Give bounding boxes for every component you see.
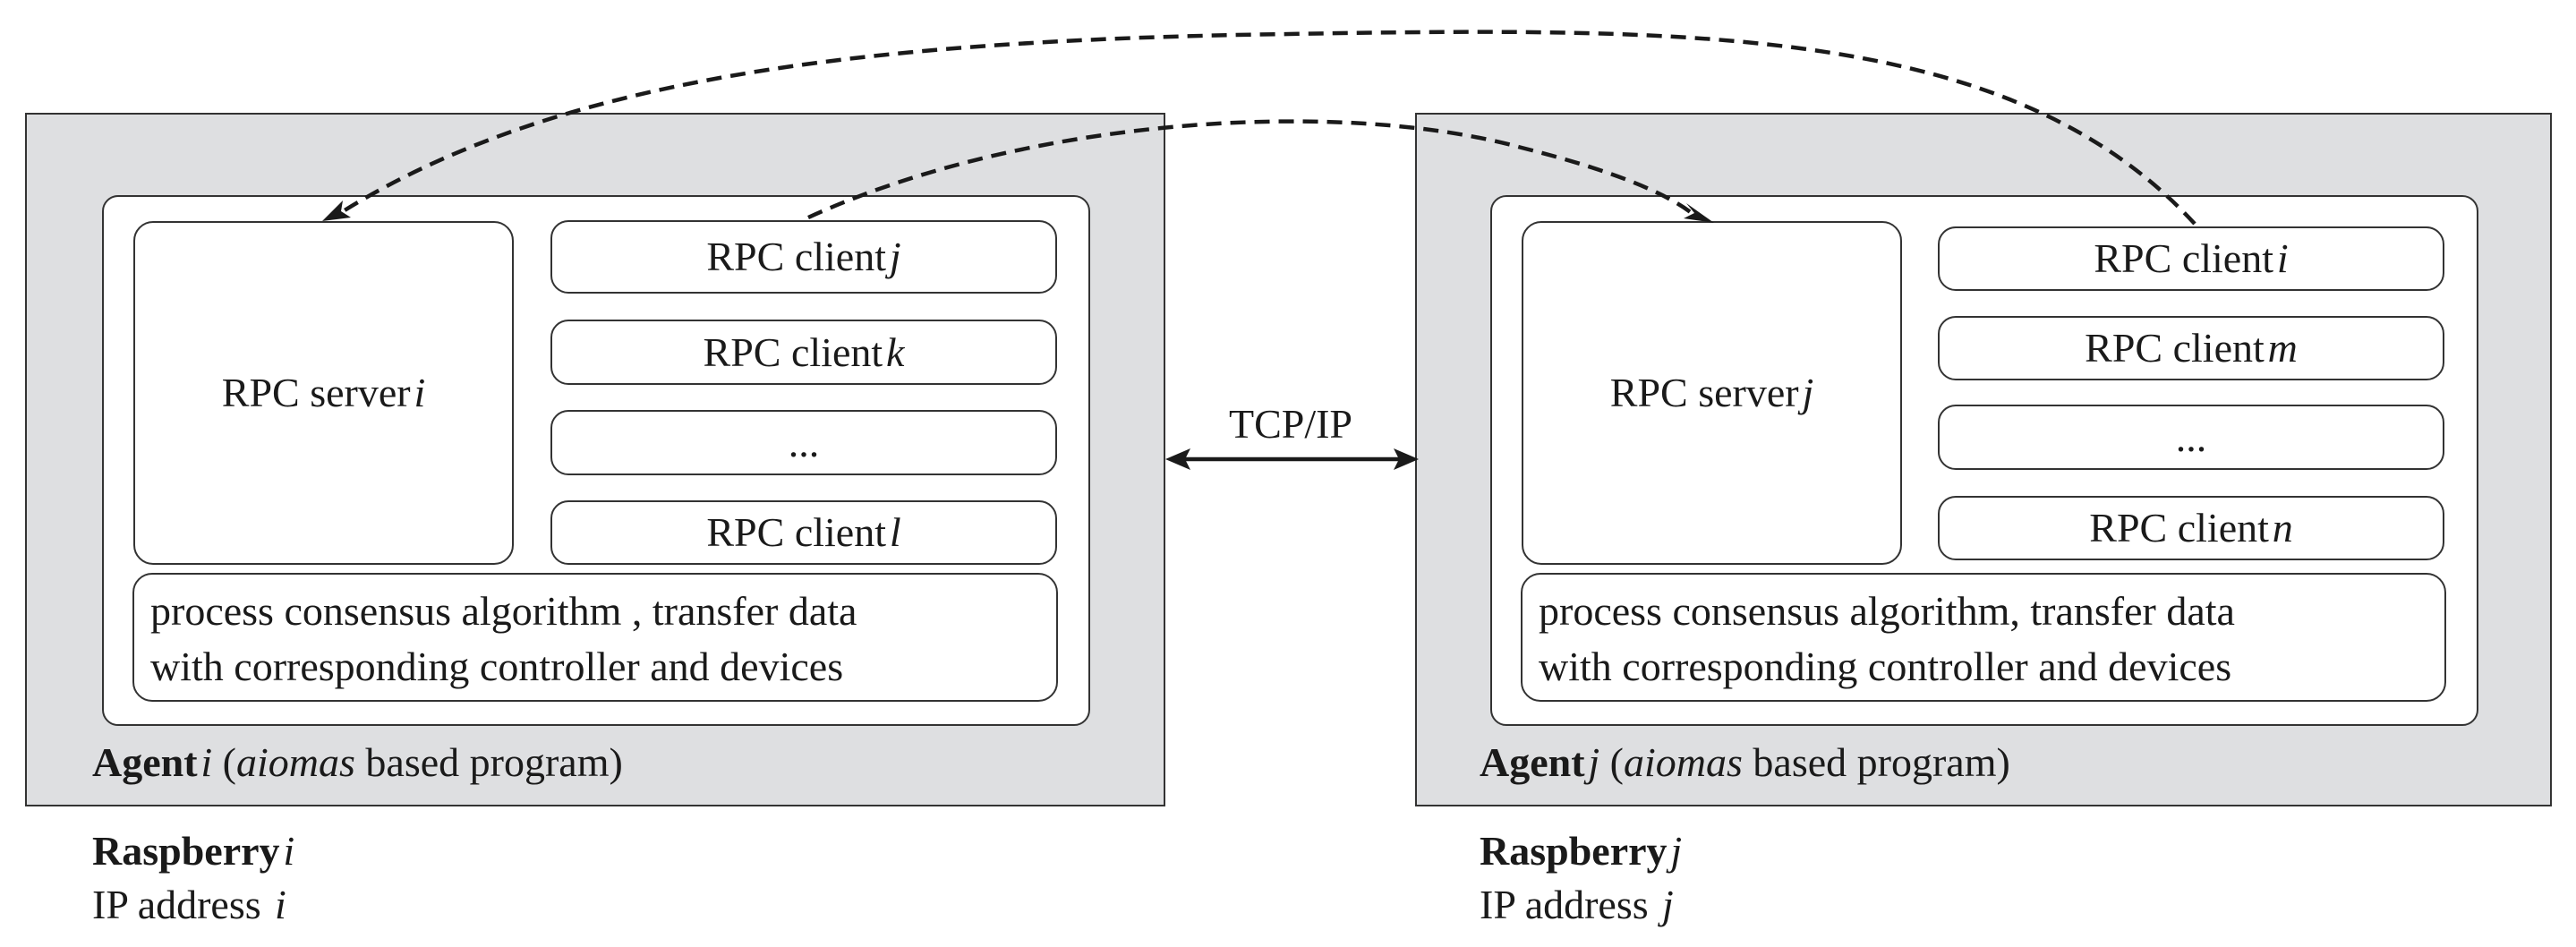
rpc-client-i: RPC client i bbox=[1938, 226, 2444, 291]
agent-word: Agent bbox=[92, 739, 198, 785]
raspberry-j-label: Raspberry j bbox=[1480, 831, 1682, 872]
rpc-client-m: RPC client m bbox=[1938, 316, 2444, 380]
rpc-server-j: RPC server j bbox=[1522, 221, 1902, 565]
tcp-ip-label: TCP/IP bbox=[1228, 401, 1353, 447]
tcp-ip-arrow bbox=[1165, 448, 1419, 470]
rpc-client-label: RPC client bbox=[703, 328, 883, 375]
ip-address-var: j bbox=[1662, 882, 1674, 927]
rpc-client-ellipsis: ... bbox=[1938, 405, 2444, 470]
agent-word: Agent bbox=[1480, 739, 1585, 785]
agent-var: j bbox=[1588, 739, 1600, 785]
rpc-client-var: l bbox=[889, 509, 901, 555]
raspberry-var: j bbox=[1670, 828, 1683, 874]
rpc-client-var: i bbox=[2276, 235, 2289, 281]
rpc-client-label: RPC client bbox=[706, 509, 886, 555]
rpc-client-label: ... bbox=[788, 419, 820, 465]
ip-address-j-label: IP address j bbox=[1480, 884, 1674, 926]
raspberry-word: Raspberry bbox=[92, 828, 280, 874]
framework-name: aiomas bbox=[1624, 739, 1743, 785]
raspberry-word: Raspberry bbox=[1480, 828, 1668, 874]
rpc-server-var: j bbox=[1802, 370, 1814, 415]
rpc-client-label: RPC client bbox=[2089, 505, 2269, 550]
rpc-server-label: RPC server bbox=[1609, 370, 1799, 415]
raspberry-var: i bbox=[283, 828, 295, 874]
ip-address-text: IP address bbox=[92, 882, 272, 927]
rpc-client-k: RPC client k bbox=[550, 320, 1057, 385]
rpc-client-n: RPC client n bbox=[1938, 496, 2444, 560]
agent-j-label: Agent j (aiomas based program) bbox=[1480, 739, 2010, 785]
rpc-client-j: RPC client j bbox=[550, 220, 1057, 294]
ip-address-var: i bbox=[275, 882, 286, 927]
rpc-server-label: RPC server bbox=[221, 370, 411, 415]
rpc-client-label: RPC client bbox=[706, 234, 886, 279]
process-line-1: process consensus algorithm, transfer da… bbox=[1539, 588, 2235, 634]
raspberry-i-label: Raspberry i bbox=[92, 831, 294, 872]
framework-name: aiomas bbox=[236, 739, 355, 785]
rpc-client-var: j bbox=[889, 234, 901, 279]
rpc-client-var: k bbox=[886, 328, 905, 375]
process-line-2: with corresponding controller and device… bbox=[1539, 644, 2232, 689]
process-line-1: process consensus algorithm , transfer d… bbox=[150, 588, 857, 634]
ip-address-text: IP address bbox=[1480, 882, 1659, 927]
rpc-client-var: m bbox=[2267, 325, 2298, 371]
rpc-client-l: RPC client l bbox=[550, 500, 1057, 565]
rpc-server-i: RPC server i bbox=[133, 221, 514, 565]
rpc-client-label: RPC client bbox=[2094, 235, 2273, 281]
rpc-client-label: RPC client bbox=[2085, 325, 2265, 371]
process-box-i: process consensus algorithm , transfer d… bbox=[132, 573, 1058, 702]
rpc-server-var: i bbox=[414, 370, 426, 415]
rpc-client-var: n bbox=[2272, 505, 2293, 550]
ip-address-i-label: IP address i bbox=[92, 884, 286, 926]
process-line-2: with corresponding controller and device… bbox=[150, 644, 844, 689]
rpc-client-ellipsis: ... bbox=[550, 410, 1057, 475]
rpc-client-label: ... bbox=[2175, 414, 2207, 460]
agent-var: i bbox=[200, 739, 213, 785]
agent-i-label: Agent i (aiomas based program) bbox=[92, 739, 623, 785]
process-box-j: process consensus algorithm, transfer da… bbox=[1521, 573, 2446, 702]
